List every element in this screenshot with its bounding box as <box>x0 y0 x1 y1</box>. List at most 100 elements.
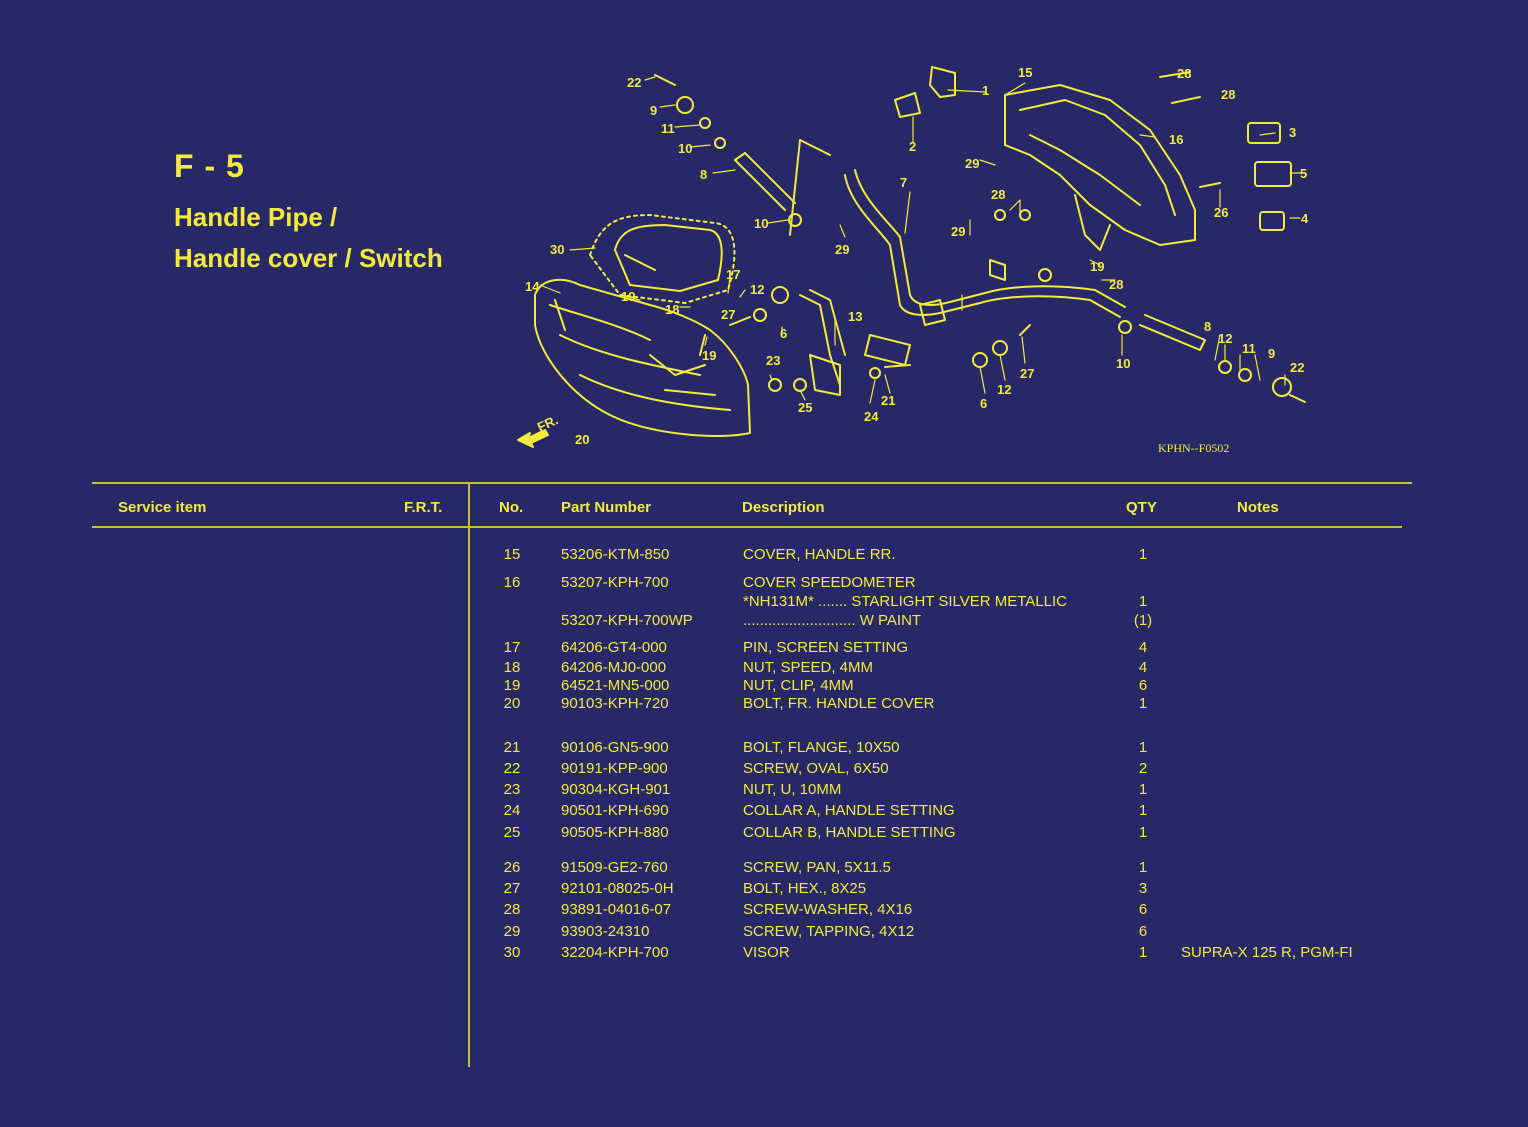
svg-text:21: 21 <box>881 393 895 408</box>
cell-quantity: 1 <box>1138 781 1148 798</box>
cell-part-number: 64206-GT4-000 <box>561 639 667 656</box>
svg-text:13: 13 <box>848 309 862 324</box>
svg-text:12: 12 <box>750 282 764 297</box>
svg-text:27: 27 <box>1020 366 1034 381</box>
cell-part-number: 92101-08025-0H <box>561 880 674 897</box>
svg-text:18: 18 <box>665 302 679 317</box>
cell-row-number: 25 <box>503 824 521 841</box>
cell-description: SCREW, PAN, 5X11.5 <box>743 859 891 876</box>
cell-row-number: 23 <box>503 781 521 798</box>
svg-text:28: 28 <box>1109 277 1123 292</box>
svg-text:28: 28 <box>1177 66 1191 81</box>
table-row: *NH131M* ....... STARLIGHT SILVER METALL… <box>0 593 1528 611</box>
front-direction-arrow: FR. <box>517 412 560 448</box>
cell-quantity: 1 <box>1138 824 1148 841</box>
header-part-number: Part Number <box>561 499 652 516</box>
cell-description: SCREW, OVAL, 6X50 <box>743 760 889 777</box>
exploded-parts-diagram: FR. 1 2 3 4 5 6 6 7 8 8 9 9 10 10 10 11 … <box>517 65 1309 448</box>
cell-part-number: 53207-KPH-700 <box>561 574 669 591</box>
cell-description: BOLT, FR. HANDLE COVER <box>743 695 935 712</box>
svg-text:FR.: FR. <box>535 412 560 434</box>
svg-text:14: 14 <box>525 279 540 294</box>
svg-text:19: 19 <box>621 289 635 304</box>
svg-text:11: 11 <box>1242 341 1256 356</box>
cell-description: COVER SPEEDOMETER <box>743 574 916 591</box>
header-notes: Notes <box>1237 499 1279 516</box>
cell-description: COVER, HANDLE RR. <box>743 546 896 563</box>
cell-row-number: 24 <box>503 802 521 819</box>
visor-drawing <box>589 214 736 304</box>
svg-text:11: 11 <box>661 121 675 136</box>
table-row: 20 90103-KPH-720 BOLT, FR. HANDLE COVER 1 <box>0 695 1528 713</box>
page-title-line-1: Handle Pipe / <box>174 202 338 232</box>
svg-text:17: 17 <box>726 267 740 282</box>
cell-part-number: 53207-KPH-700WP <box>561 612 693 629</box>
svg-text:9: 9 <box>650 103 657 118</box>
svg-text:16: 16 <box>1169 132 1183 147</box>
svg-text:10: 10 <box>754 216 768 231</box>
cell-part-number: 93891-04016-07 <box>561 901 672 918</box>
svg-text:29: 29 <box>965 156 979 171</box>
cell-quantity: 1 <box>1138 944 1148 961</box>
svg-text:22: 22 <box>1290 360 1304 375</box>
header-no: No. <box>499 499 524 516</box>
hardware-drawing <box>654 71 1306 403</box>
cell-quantity: 1 <box>1138 593 1148 610</box>
cell-description: COLLAR A, HANDLE SETTING <box>743 802 955 819</box>
svg-text:4: 4 <box>1301 211 1309 226</box>
callout-leader-lines <box>539 76 1306 404</box>
cell-quantity: 1 <box>1138 695 1148 712</box>
svg-text:12: 12 <box>1218 331 1232 346</box>
cell-quantity: 4 <box>1138 659 1148 676</box>
cell-quantity: 6 <box>1138 923 1148 940</box>
front-handle-cover-drawing <box>534 278 751 437</box>
cell-description: NUT, U, 10MM <box>743 781 842 798</box>
svg-text:6: 6 <box>980 396 987 411</box>
header-frt: F.R.T. <box>404 499 443 516</box>
svg-text:27: 27 <box>721 307 735 322</box>
cell-row-number: 22 <box>503 760 521 777</box>
cell-row-number: 20 <box>503 695 521 712</box>
page-title-line-2: Handle cover / Switch <box>174 243 443 273</box>
cell-description: BOLT, FLANGE, 10X50 <box>743 739 900 756</box>
cell-row-number: 17 <box>503 639 521 656</box>
cell-description: ........................... W PAINT <box>743 612 922 629</box>
cell-part-number: 90304-KGH-901 <box>561 781 671 798</box>
cell-description: SCREW, TAPPING, 4X12 <box>743 923 915 940</box>
cell-quantity: 6 <box>1138 901 1148 918</box>
cell-row-number: 19 <box>503 677 521 694</box>
cell-notes: SUPRA-X 125 R, PGM-FI <box>1181 944 1353 961</box>
cell-quantity: 1 <box>1138 859 1148 876</box>
cell-row-number: 29 <box>503 923 521 940</box>
svg-text:8: 8 <box>1204 319 1211 334</box>
svg-text:7: 7 <box>900 175 907 190</box>
cell-quantity: 4 <box>1138 639 1148 656</box>
callout-numbers: 1 2 3 4 5 6 6 7 8 8 9 9 10 10 10 11 11 1… <box>525 65 1309 447</box>
svg-text:3: 3 <box>1289 125 1296 140</box>
cell-part-number: 90501-KPH-690 <box>561 802 669 819</box>
cell-part-number: 90103-KPH-720 <box>561 695 669 712</box>
svg-text:8: 8 <box>700 167 707 182</box>
cell-quantity: 6 <box>1138 677 1148 694</box>
cell-description: VISOR <box>743 944 790 961</box>
cell-part-number: 32204-KPH-700 <box>561 944 669 961</box>
svg-text:10: 10 <box>678 141 692 156</box>
table-column-divider <box>468 482 470 1067</box>
cell-row-number: 30 <box>503 944 521 961</box>
svg-text:23: 23 <box>766 353 780 368</box>
svg-text:29: 29 <box>835 242 849 257</box>
cell-quantity: (1) <box>1133 612 1153 629</box>
svg-text:29: 29 <box>951 224 965 239</box>
svg-text:28: 28 <box>1221 87 1235 102</box>
cell-row-number: 15 <box>503 546 521 563</box>
cell-description: NUT, CLIP, 4MM <box>743 677 854 694</box>
table-top-rule <box>92 482 1412 484</box>
header-qty: QTY <box>1126 499 1157 516</box>
